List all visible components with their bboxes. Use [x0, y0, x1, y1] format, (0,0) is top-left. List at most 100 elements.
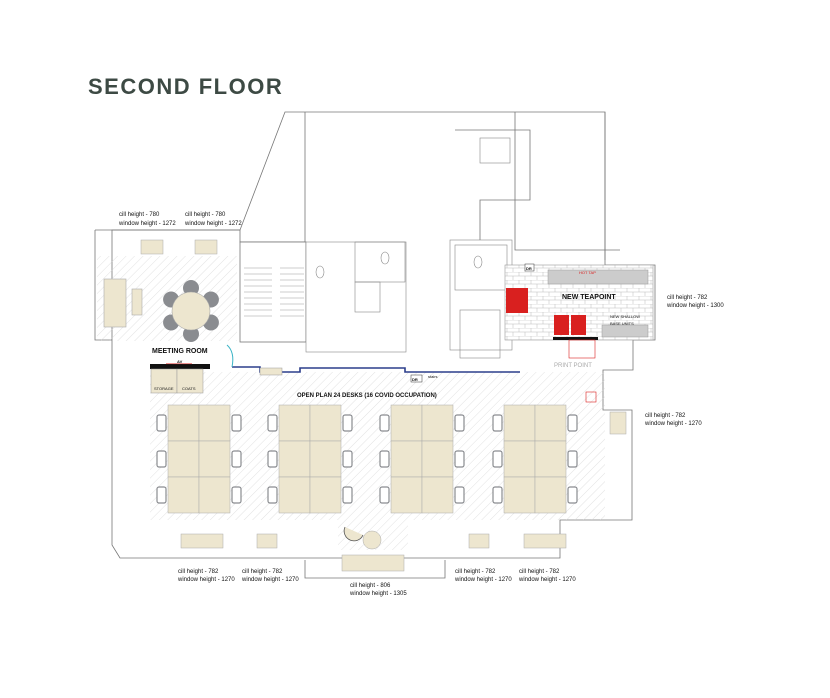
cill-height-note: cill height - 782	[519, 569, 560, 575]
chair	[567, 486, 578, 504]
hot-tap-label: HOT TAP	[579, 270, 596, 275]
meeting-room-furniture	[103, 278, 219, 342]
window-height-note: window height - 1270	[454, 577, 512, 583]
desk	[198, 476, 231, 514]
desk	[167, 476, 200, 514]
coats-cupboard	[176, 368, 204, 394]
chair	[379, 486, 390, 504]
window-height-note: window height - 1270	[518, 577, 576, 583]
appliance	[571, 315, 586, 335]
cill-height-note: cill height - 806	[350, 583, 391, 589]
worktop	[547, 269, 649, 285]
chair	[379, 450, 390, 468]
desk	[198, 404, 231, 442]
coats-label: COATS	[182, 386, 196, 391]
appliance	[554, 315, 569, 335]
chair	[156, 450, 167, 468]
meeting-room-label: MEETING ROOM	[152, 348, 208, 355]
desk	[503, 404, 536, 442]
stair-core	[239, 241, 307, 343]
chair	[454, 486, 465, 504]
chair	[183, 280, 199, 296]
desk	[534, 404, 567, 442]
cill-height-note: cill height - 782	[242, 569, 283, 575]
window	[194, 239, 218, 255]
storage-label: STORAGE	[154, 386, 174, 391]
chair	[267, 414, 278, 432]
cill-height-note: cill height - 782	[455, 569, 496, 575]
chair	[342, 414, 353, 432]
desk	[534, 440, 567, 478]
base-units	[601, 324, 649, 338]
chair	[454, 414, 465, 432]
desk	[167, 440, 200, 478]
chair	[567, 450, 578, 468]
side-table	[362, 530, 382, 550]
chair	[342, 450, 353, 468]
teapoint	[504, 264, 654, 403]
desk-clusters	[156, 404, 578, 514]
chair	[231, 450, 242, 468]
chair	[454, 450, 465, 468]
window-height-note: window height - 1305	[349, 591, 407, 597]
desk	[421, 404, 454, 442]
chair	[492, 486, 503, 504]
stairs-label: stairs	[428, 374, 438, 379]
dr-label: DR	[526, 266, 532, 271]
window-height-note: window height - 1300	[666, 303, 724, 309]
door-swing	[226, 344, 234, 368]
chair	[567, 414, 578, 432]
south-windows	[180, 411, 627, 572]
desk	[278, 476, 311, 514]
chair	[156, 486, 167, 504]
cill-height-note: cill height - 782	[178, 569, 219, 575]
window-height-note: window height - 1272	[184, 221, 242, 227]
print-point-label: PRINT POINT	[554, 363, 592, 369]
desk	[167, 404, 200, 442]
chair	[379, 414, 390, 432]
chair	[156, 414, 167, 432]
wc-blocks	[305, 137, 513, 359]
page-title: SECOND FLOOR	[88, 74, 284, 99]
desk	[309, 476, 342, 514]
chair	[231, 414, 242, 432]
window-height-note: window height - 1272	[118, 221, 176, 227]
desk	[278, 440, 311, 478]
chair	[267, 486, 278, 504]
desk	[390, 476, 423, 514]
chair	[183, 326, 199, 342]
fridge	[506, 288, 528, 313]
cill-height-note: cill height - 782	[645, 413, 686, 419]
open-plan-label: OPEN PLAN 24 DESKS (16 COVID OCCUPATION)	[297, 393, 437, 399]
counter-edge	[553, 337, 598, 340]
window	[140, 239, 164, 255]
cabinet	[259, 367, 283, 376]
chair	[342, 486, 353, 504]
desk	[421, 440, 454, 478]
storage-cupboard	[150, 368, 178, 394]
av-label: AV	[177, 359, 183, 364]
print-area	[568, 339, 596, 359]
window-height-note: window height - 1270	[241, 577, 299, 583]
window-height-note: window height - 1270	[644, 421, 702, 427]
chair	[492, 414, 503, 432]
round-table	[171, 291, 211, 331]
cill-height-note: cill height - 780	[185, 212, 226, 218]
armchair	[343, 526, 364, 542]
sofa	[103, 278, 127, 328]
window-height-note: window height - 1270	[177, 577, 235, 583]
desk	[309, 440, 342, 478]
desk	[309, 404, 342, 442]
chair	[492, 450, 503, 468]
chair	[231, 486, 242, 504]
desk	[503, 476, 536, 514]
teapoint-label: NEW TEAPOINT	[562, 294, 616, 301]
marker	[585, 391, 597, 403]
av-marker	[166, 363, 192, 365]
desk	[534, 476, 567, 514]
desk	[198, 440, 231, 478]
desk	[390, 440, 423, 478]
shallow-units-label-2: BASE UNITS	[610, 321, 634, 326]
cill-height-note: cill height - 782	[667, 295, 708, 301]
